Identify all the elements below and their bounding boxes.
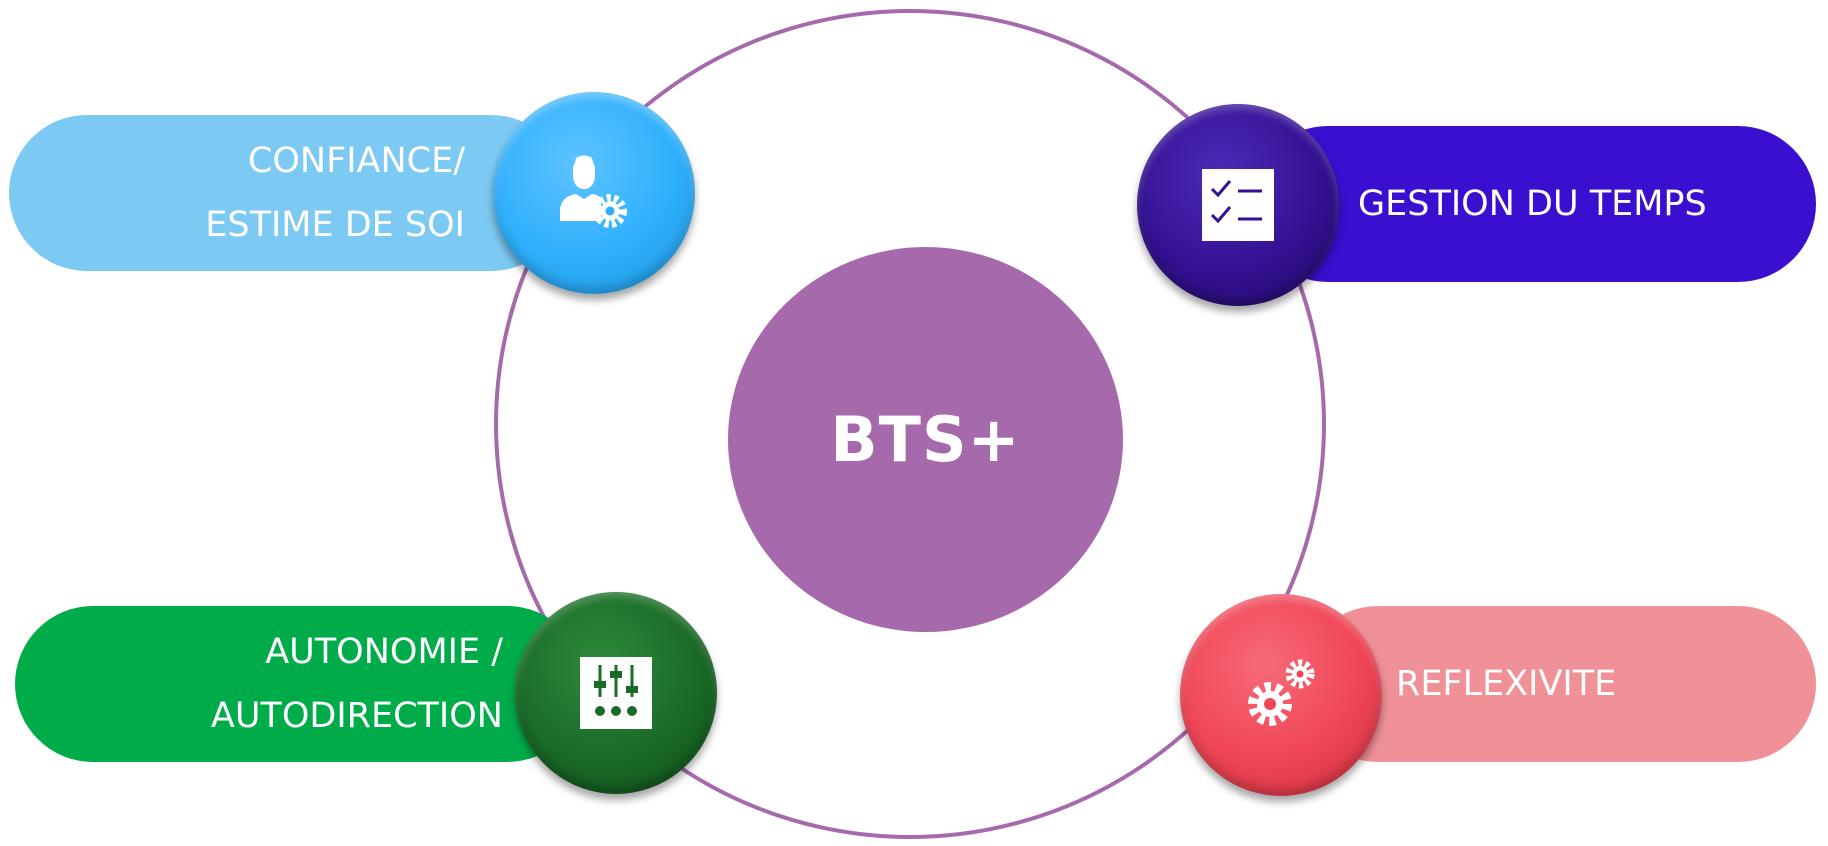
badge-confiance [493,92,695,294]
pill-confiance-line-2: ESTIME DE SOI [205,205,465,245]
person-gear-icon [560,155,627,228]
center-circle: BTS+ [728,247,1123,632]
pill-gestion-temps-line-1: GESTION DU TEMPS [1358,184,1707,224]
outer-ring [494,9,1326,839]
pill-autonomie-line-1: AUTONOMIE / [265,632,503,672]
pill-confiance-line-1: CONFIANCE/ [247,141,465,181]
pill-confiance: CONFIANCE/ ESTIME DE SOI [9,115,569,271]
center-label: BTS+ [830,403,1021,476]
gears-icon [1248,659,1315,726]
pill-autonomie-line-2: AUTODIRECTION [210,696,503,736]
badge-autonomie [515,592,717,794]
checklist-icon [1202,169,1274,241]
badge-gestion-temps [1137,104,1339,306]
sliders-icon [580,657,652,729]
pill-gestion-temps: GESTION DU TEMPS [1250,126,1816,282]
pill-autonomie: AUTONOMIE / AUTODIRECTION [15,606,585,762]
badge-reflexivite [1180,594,1382,796]
pill-reflexivite: REFLEXIVITE [1300,606,1816,762]
pill-reflexivite-line-1: REFLEXIVITE [1396,664,1617,704]
